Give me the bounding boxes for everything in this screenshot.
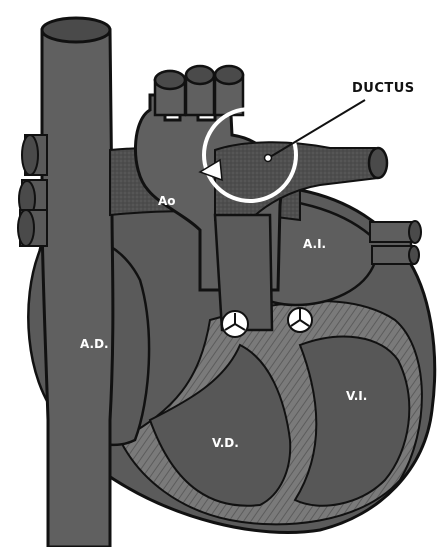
aortic-arch-branches bbox=[155, 66, 243, 115]
left-side-vessels bbox=[18, 135, 47, 246]
aortic-valve bbox=[288, 308, 312, 332]
label-right-atrium: A.D. bbox=[80, 337, 109, 351]
pulmonary-veins bbox=[370, 221, 421, 264]
label-right-ventricle: V.D. bbox=[212, 436, 239, 450]
label-aorta: Ao bbox=[158, 194, 176, 208]
pulmonary-trunk bbox=[215, 215, 272, 330]
pulmonary-valve bbox=[222, 311, 248, 337]
label-left-ventricle: V.I. bbox=[346, 389, 367, 403]
label-ductus: DUCTUS bbox=[352, 81, 415, 96]
vena-cava bbox=[42, 30, 113, 547]
ductus-pointer-dot bbox=[265, 155, 272, 162]
label-left-atrium: A.I. bbox=[303, 237, 326, 251]
